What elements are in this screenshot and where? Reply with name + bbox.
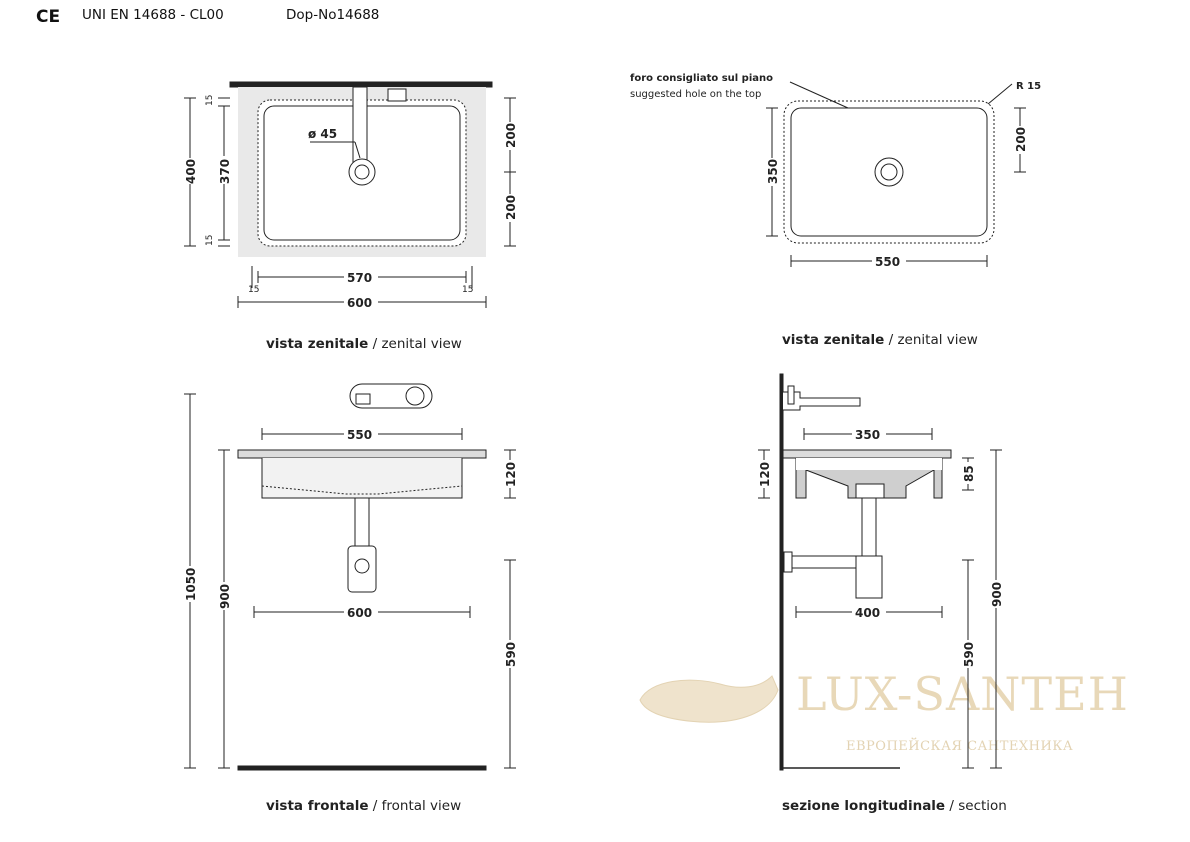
dim-590-front: 590 [504, 642, 518, 667]
siphon-pipe [354, 497, 370, 547]
dim-370: 370 [218, 159, 232, 184]
caption-top-left-rest: / zenital view [368, 336, 462, 352]
dim-200-upper: 200 [504, 123, 518, 148]
basin-body [261, 458, 463, 499]
ce-mark: CE [36, 7, 60, 27]
wall-drain-pipe [789, 555, 857, 569]
note-leader [789, 81, 849, 109]
watermark-brand: LUX-SANTEH [796, 667, 1129, 721]
countertop [237, 449, 487, 459]
suggested-hole-outline [783, 100, 995, 244]
faucet-knob [405, 386, 425, 406]
view-top-left [184, 81, 516, 308]
dim-1050: 1050 [184, 568, 198, 601]
view-bottom-left-labels: 550 1050 900 120 590 600 vista frontale … [180, 426, 520, 814]
caption-bottom-left: vista frontale / frontal view [266, 798, 461, 814]
standard-code: UNI EN 14688 - CL00 [82, 7, 224, 23]
basin-rim [790, 107, 988, 237]
radius-label: R 15 [1016, 81, 1041, 92]
drain-inner [880, 163, 898, 181]
countertop-section [782, 449, 952, 459]
counter-edge [229, 81, 493, 88]
dim-350-section: 350 [855, 428, 880, 442]
hole-note-en: suggested hole on the top [630, 89, 761, 100]
dim-120-front: 120 [504, 462, 518, 487]
view-top-left-labels: 400 370 15 15 200 200 570 600 15 15 ø 45… [180, 95, 520, 352]
view-bottom-right [758, 373, 1002, 771]
wall-faucet-lever [787, 385, 795, 405]
watermark-tagline: ЕВРОПЕЙСКАЯ САНТЕХНИКА [846, 737, 1073, 754]
hole-diameter: ø 45 [308, 127, 337, 141]
dim-570: 570 [347, 271, 372, 285]
caption-top-left-bold: vista zenitale [266, 336, 368, 352]
dim-350: 350 [766, 159, 780, 184]
caption-bottom-left-bold: vista frontale [266, 798, 369, 814]
wall [779, 373, 784, 771]
dim-590-section: 590 [962, 642, 976, 667]
hole-note-it: foro consigliato sul piano [630, 73, 773, 84]
faucet-spout [352, 86, 368, 168]
dim-85-section: 85 [962, 465, 976, 482]
dim-15-right: 15 [462, 285, 473, 295]
siphon-pipe-section [861, 497, 877, 559]
basin-floor [261, 485, 463, 495]
caption-top-right-rest: / zenital view [884, 332, 978, 348]
siphon-outlet [354, 558, 370, 574]
caption-top-left: vista zenitale / zenital view [266, 336, 462, 352]
watermark: LUX-SANTEH ЕВРОПЕЙСКАЯ САНТЕХНИКА [639, 667, 1129, 754]
dim-550: 550 [875, 255, 900, 269]
dim-200: 200 [1014, 127, 1028, 152]
dim-15-left: 15 [248, 285, 259, 295]
view-bottom-right-labels: 350 120 85 900 590 400 sezione longitudi… [754, 426, 1007, 814]
radius-leader [987, 83, 1013, 105]
view-top-right-labels: foro consigliato sul piano suggested hol… [630, 73, 1041, 348]
caption-bottom-left-rest: / frontal view [369, 798, 462, 814]
caption-bottom-right-bold: sezione longitudinale [782, 798, 945, 814]
dim-900-front: 900 [218, 584, 232, 609]
faucet-lever [355, 393, 371, 405]
drain-outer [874, 157, 904, 187]
dim-600-front: 600 [347, 606, 372, 620]
wall-faucet [783, 391, 861, 411]
faucet-handle [387, 88, 407, 102]
header: CE UNI EN 14688 - CL00 Dop-No14688 [36, 7, 379, 27]
caption-bottom-right-rest: / section [945, 798, 1007, 814]
caption-bottom-right: sezione longitudinale / section [782, 798, 1007, 814]
dim-900-section: 900 [990, 582, 1004, 607]
dim-400: 400 [184, 159, 198, 184]
wall-flange [783, 551, 793, 573]
view-top-right [766, 81, 1026, 267]
caption-top-right-bold: vista zenitale [782, 332, 884, 348]
dim-600: 600 [347, 296, 372, 310]
dim-400-section: 400 [855, 606, 880, 620]
dim-550-front: 550 [347, 428, 372, 442]
drain-hole-inner [354, 164, 370, 180]
dop-number: Dop-No14688 [286, 7, 379, 23]
dim-15-bottom: 15 [205, 235, 215, 246]
bathtub-logo-icon [639, 675, 779, 723]
dim-15-top: 15 [205, 95, 215, 106]
dim-120-section: 120 [758, 462, 772, 487]
dim-200-lower: 200 [504, 195, 518, 220]
drain-section [855, 483, 885, 499]
caption-top-right: vista zenitale / zenital view [782, 332, 978, 348]
floor-line [237, 765, 487, 771]
hole-leader-b [354, 141, 361, 159]
siphon-trap-section [855, 555, 883, 599]
